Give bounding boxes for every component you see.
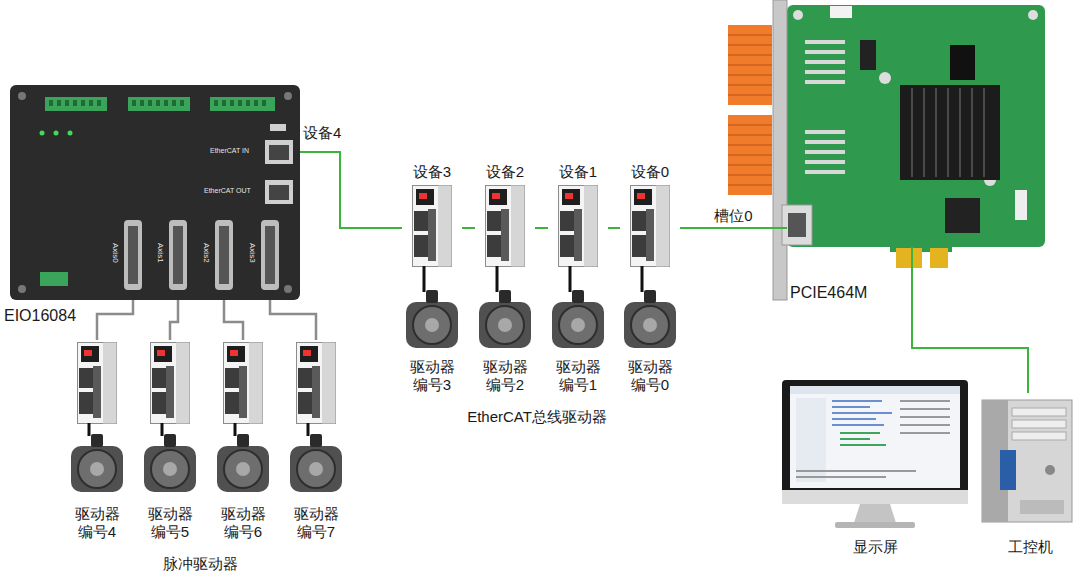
node-label: 设备4 xyxy=(303,124,341,142)
ethercat-servo-drive: 设备3 驱动器 编号3 xyxy=(402,163,462,400)
ethercat-cable xyxy=(608,227,620,229)
node-label: 驱动器 编号6 xyxy=(213,505,273,541)
node-label: 设备0 xyxy=(620,163,680,181)
pulse-cable xyxy=(170,300,178,340)
edge-label: 槽位0 xyxy=(712,207,754,225)
industrial-pc: 工控机 xyxy=(982,393,1078,563)
ethercat-servo-drive: 设备2 驱动器 编号2 xyxy=(475,163,535,400)
ethercat-servo-drive: 设备0 驱动器 编号0 xyxy=(620,163,680,400)
ethercat-cable xyxy=(535,227,548,229)
node-label: 设备3 xyxy=(402,163,462,181)
eio-module-drawing xyxy=(10,85,300,300)
eio-module: 设备4EIO16084 xyxy=(10,85,300,300)
node-label: 驱动器 编号0 xyxy=(620,358,680,394)
node-label: 设备1 xyxy=(548,163,608,181)
port-label: EtherCAT OUT xyxy=(204,187,251,195)
pulse-drive-drawings xyxy=(71,343,342,493)
pulse-servo-drive: 驱动器 编号7 xyxy=(286,340,346,550)
pcie-card-drawing xyxy=(728,0,1045,300)
pulse-cable xyxy=(97,300,133,340)
ethercat-drive-drawings xyxy=(406,186,676,349)
pulse-servo-drive: 驱动器 编号5 xyxy=(140,340,200,550)
node-label: 驱动器 编号3 xyxy=(402,358,462,394)
axis-label: Axis0 xyxy=(110,241,120,265)
pulse-cable xyxy=(270,300,316,340)
node-label: 驱动器 编号2 xyxy=(475,358,535,394)
node-label: PCIE464M xyxy=(790,283,867,302)
pulse-servo-drive: 驱动器 编号4 xyxy=(67,340,127,550)
pulse-servo-drive: 驱动器 编号6 xyxy=(213,340,273,550)
ethercat-cable xyxy=(680,227,787,229)
node-label: EIO16084 xyxy=(4,306,76,325)
ethercat-cable xyxy=(462,227,475,229)
port-label: EtherCAT IN xyxy=(210,147,249,155)
industrial-pc-drawing xyxy=(982,400,1072,522)
group-label: 脉冲驱动器 xyxy=(163,555,238,573)
node-label: 驱动器 编号7 xyxy=(286,505,346,541)
node-label: 显示屏 xyxy=(782,538,968,556)
monitor-drawing xyxy=(782,380,968,528)
pcie-card: PCIE464M xyxy=(787,5,1045,247)
node-label: 设备2 xyxy=(475,163,535,181)
node-label: 驱动器 编号4 xyxy=(67,505,127,541)
ethercat-cable xyxy=(300,152,402,228)
group-label: EtherCAT总线驱动器 xyxy=(467,408,607,426)
node-label: 工控机 xyxy=(982,538,1078,556)
ethercat-servo-drive: 设备1 驱动器 编号1 xyxy=(548,163,608,400)
node-label: 驱动器 编号1 xyxy=(548,358,608,394)
monitor: 显示屏 xyxy=(782,378,968,560)
ethercat-cable xyxy=(912,247,1028,393)
axis-label: Axis3 xyxy=(247,241,257,265)
node-label: 驱动器 编号5 xyxy=(140,505,200,541)
axis-label: Axis2 xyxy=(201,241,211,265)
axis-label: Axis1 xyxy=(155,241,165,265)
pulse-cable xyxy=(224,300,243,340)
